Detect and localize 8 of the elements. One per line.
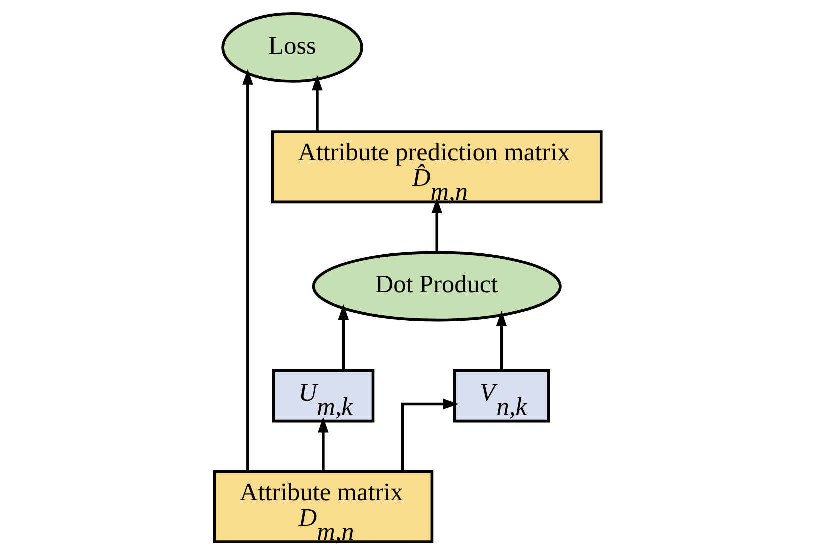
arrow <box>338 304 349 371</box>
node-ellipse: Loss <box>221 12 363 83</box>
arrow <box>242 69 253 472</box>
arrow <box>431 198 442 253</box>
arrow <box>496 310 507 371</box>
arrow <box>312 75 322 132</box>
arrow <box>318 417 328 472</box>
arrow <box>400 398 458 472</box>
